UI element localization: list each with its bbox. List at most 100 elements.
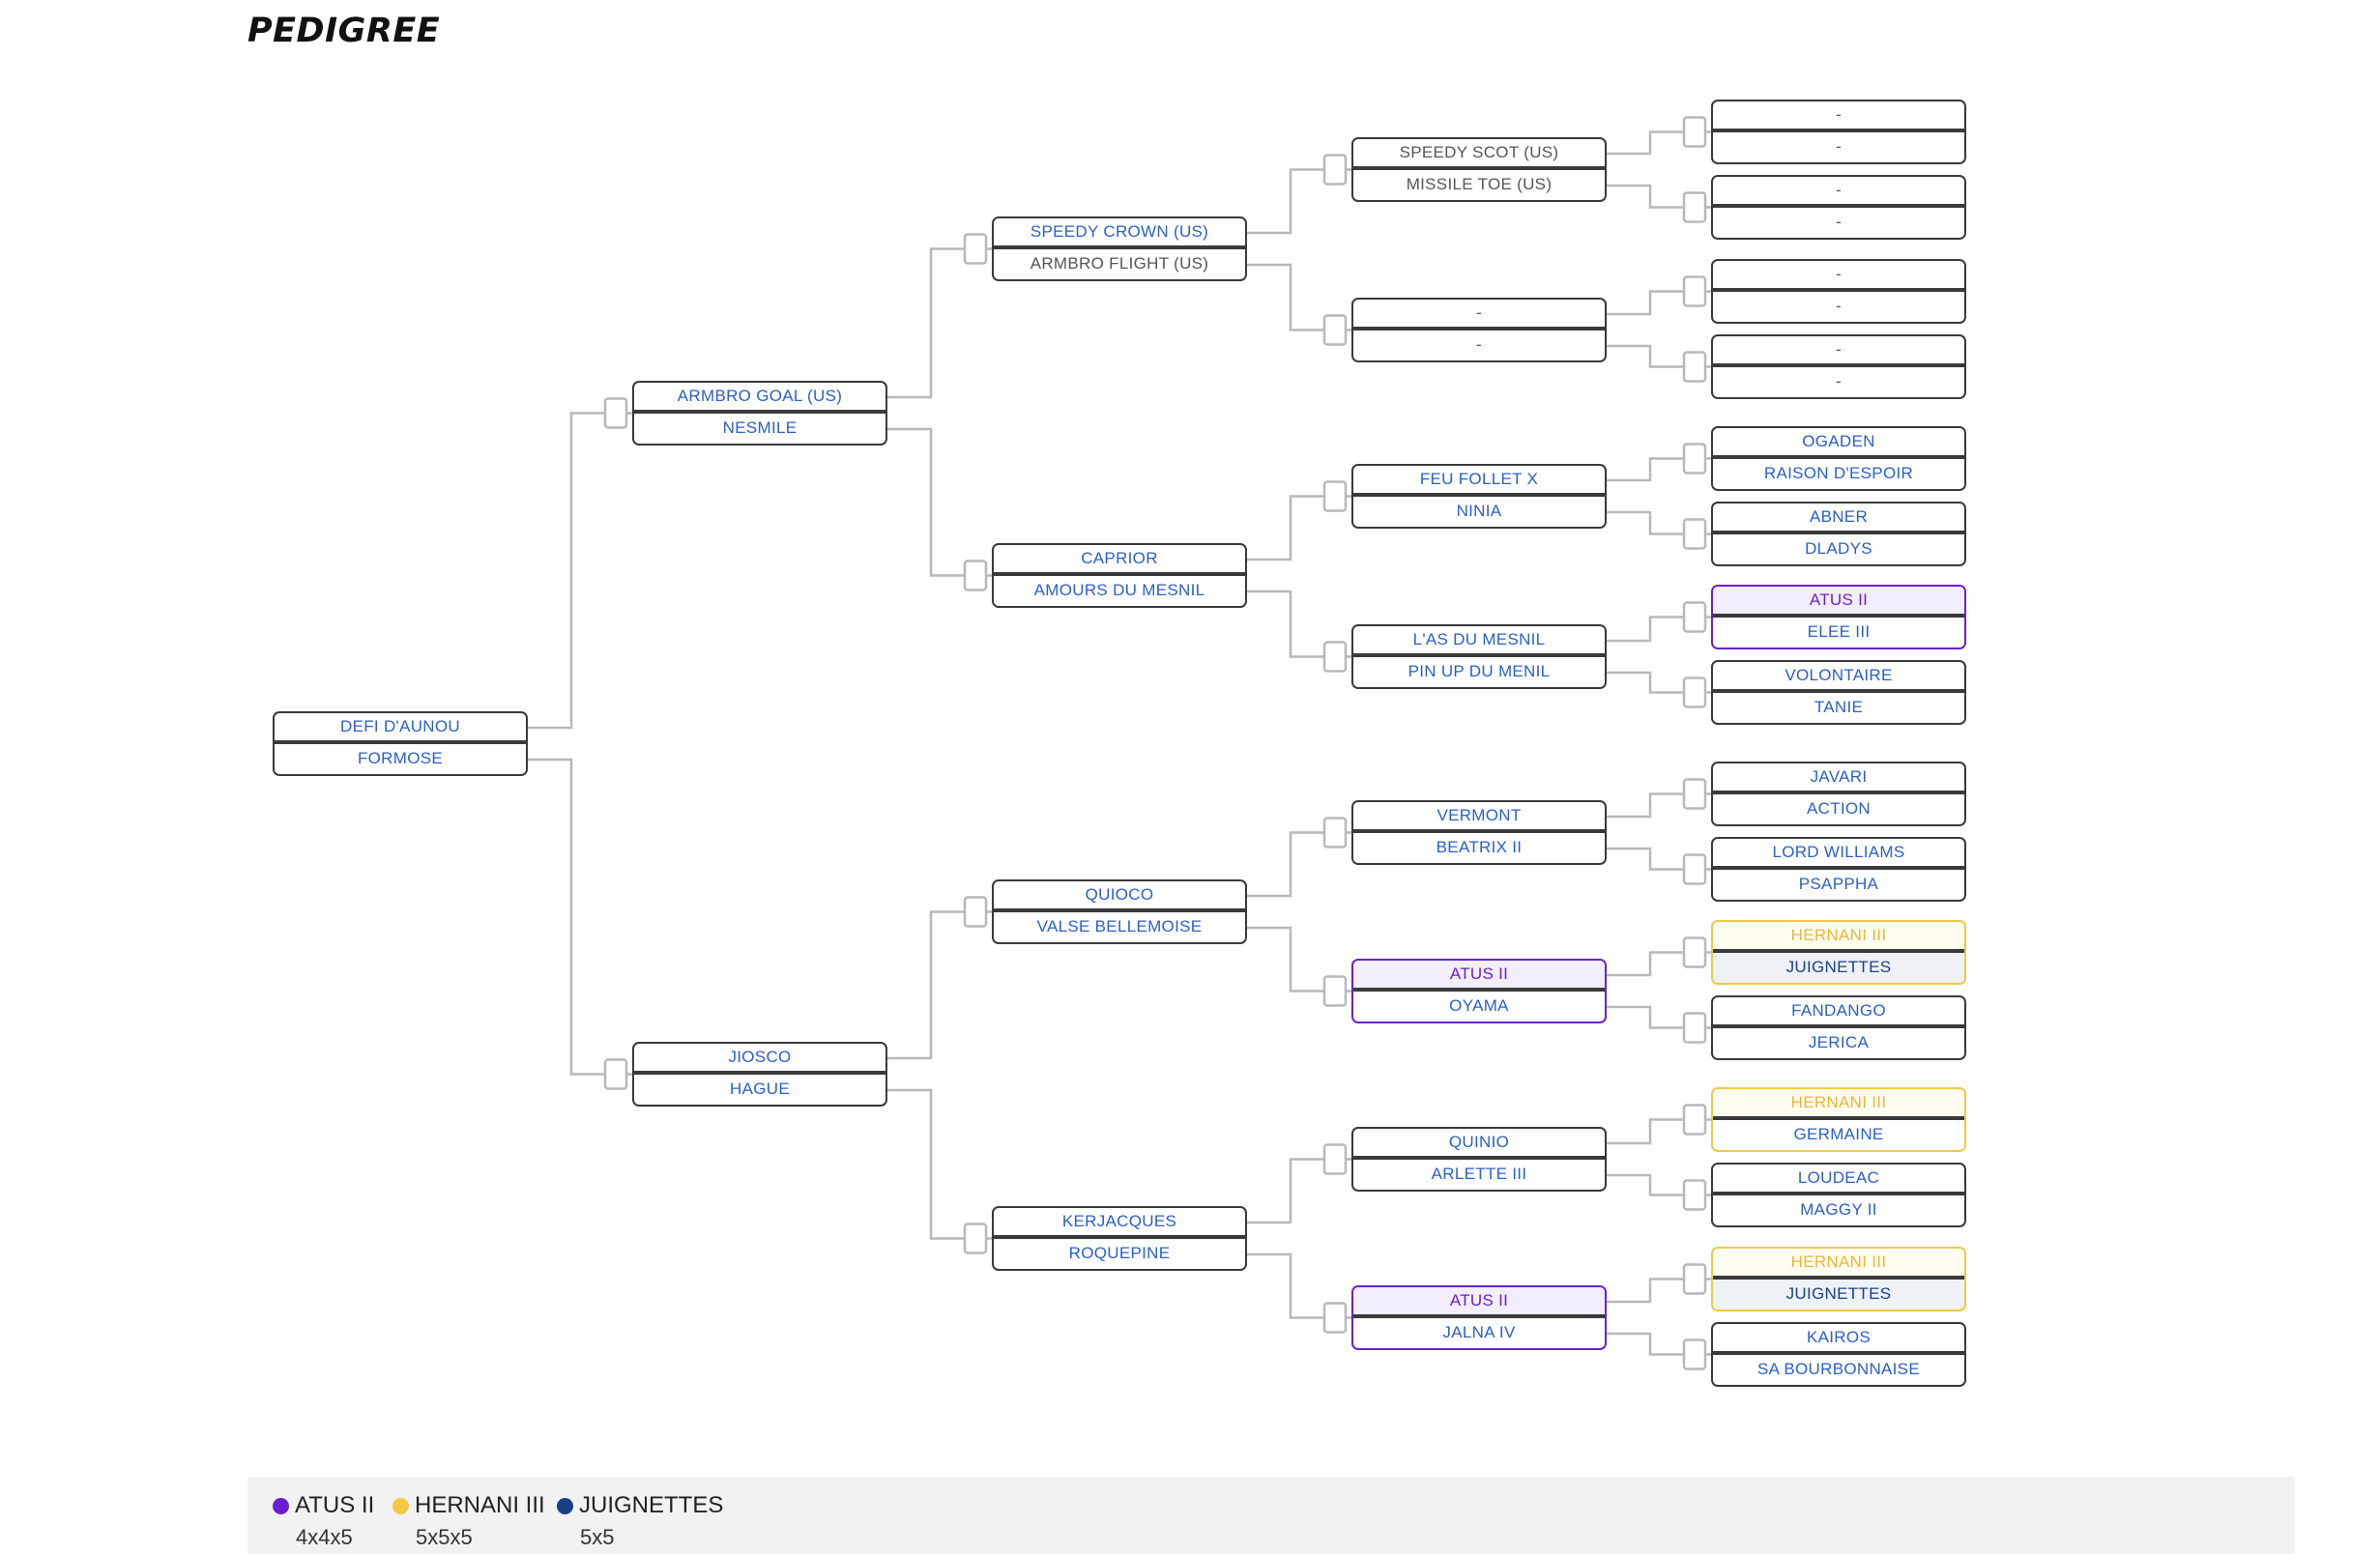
pedigree-pair-gen4: QUINIO ARLETTE III (1351, 1127, 1607, 1192)
dam-name[interactable]: TANIE (1814, 698, 1864, 717)
sire-name[interactable]: ABNER (1713, 504, 1964, 534)
sire-name[interactable]: CAPRIOR (994, 545, 1245, 576)
connector-dam (1607, 1005, 1711, 1029)
dam-name[interactable]: ACTION (1806, 799, 1872, 819)
sire-name[interactable]: LORD WILLIAMS (1713, 839, 1964, 870)
dam-name[interactable]: BEATRIX II (1436, 838, 1523, 857)
sire-name[interactable]: - (1713, 101, 1964, 132)
dam-name[interactable]: PIN UP DU MENIL (1408, 662, 1551, 681)
dam-name[interactable]: GERMAINE (1793, 1125, 1884, 1144)
connector-node (1682, 601, 1707, 633)
connector-node (1322, 480, 1348, 512)
sire-name[interactable]: SPEEDY CROWN (US) (994, 218, 1245, 249)
sire-name[interactable]: HERNANI III (1713, 922, 1964, 953)
dam-name[interactable]: ARLETTE III (1431, 1165, 1527, 1184)
sire-name[interactable]: KAIROS (1713, 1324, 1964, 1355)
sire-name[interactable]: ATUS II (1353, 1287, 1605, 1318)
connector-node (1682, 351, 1707, 383)
sire-name[interactable]: VERMONT (1353, 802, 1605, 833)
sire-name[interactable]: SPEEDY SCOT (US) (1353, 139, 1605, 170)
dam-name[interactable]: JALNA IV (1442, 1323, 1516, 1342)
sire-name[interactable]: - (1713, 336, 1964, 367)
dam-name[interactable]: - (1836, 297, 1842, 316)
connector-sire (1607, 792, 1711, 819)
dam-name[interactable]: ARMBRO FLIGHT (US) (1030, 254, 1209, 273)
sire-name[interactable]: JIOSCO (634, 1044, 885, 1075)
sire-name[interactable]: VOLONTAIRE (1713, 662, 1964, 693)
connector-node (963, 560, 988, 591)
sire-name[interactable]: QUINIO (1353, 1129, 1605, 1160)
sire-name[interactable]: ARMBRO GOAL (US) (634, 383, 885, 414)
dam-name[interactable]: AMOURS DU MESNIL (1033, 581, 1205, 600)
dam-name[interactable]: MAGGY II (1800, 1200, 1877, 1220)
dam-name[interactable]: MISSILE TOE (US) (1406, 175, 1553, 194)
pedigree-pair-gen1: DEFI D'AUNOU FORMOSE (273, 711, 528, 776)
connector-dam (887, 1088, 992, 1240)
dam-name[interactable]: RAISON D'ESPOIR (1763, 464, 1914, 483)
pedigree-pair-gen5: HERNANI III GERMAINE (1711, 1087, 1966, 1152)
dam-name[interactable]: NINIA (1456, 502, 1502, 521)
connector-sire (1607, 1278, 1711, 1304)
dam-name[interactable]: - (1476, 335, 1482, 355)
sire-name[interactable]: - (1713, 177, 1964, 208)
dam-name[interactable]: JUIGNETTES (1713, 1279, 1964, 1309)
connector-sire (1607, 290, 1711, 316)
connector-sire (1247, 168, 1351, 235)
connector-sire (1607, 1118, 1711, 1145)
pedigree-pair-gen3: SPEEDY CROWN (US) ARMBRO FLIGHT (US) (992, 216, 1247, 281)
connector-node (1682, 778, 1707, 810)
connector-node (1682, 443, 1707, 475)
connector-node (603, 397, 628, 429)
dam-name[interactable]: NESMILE (722, 418, 798, 438)
dam-name[interactable]: JERICA (1808, 1033, 1870, 1052)
connector-dam (1607, 510, 1711, 535)
connector-node (1682, 518, 1707, 550)
dam-name[interactable]: FORMOSE (357, 749, 444, 768)
sire-name[interactable]: DEFI D'AUNOU (275, 713, 526, 744)
dam-name[interactable]: DLADYS (1805, 539, 1872, 559)
connector-node (1682, 853, 1707, 885)
connector-node (1682, 191, 1707, 223)
sire-name[interactable]: - (1713, 261, 1964, 292)
dam-name[interactable]: - (1836, 213, 1842, 232)
sire-name[interactable]: ATUS II (1713, 587, 1964, 618)
connector-dam (1607, 1173, 1711, 1196)
dam-name[interactable]: PSAPPHA (1798, 875, 1879, 894)
sire-name[interactable]: HERNANI III (1713, 1249, 1964, 1280)
dam-name[interactable]: JUIGNETTES (1713, 952, 1964, 983)
connector-sire (1607, 130, 1711, 156)
dam-name[interactable]: VALSE BELLEMOISE (1036, 917, 1203, 936)
sire-name[interactable]: L'AS DU MESNIL (1353, 626, 1605, 657)
dam-name[interactable]: ROQUEPINE (1068, 1244, 1171, 1263)
sire-name[interactable]: LOUDEAC (1713, 1165, 1964, 1195)
connector-node (1682, 116, 1707, 148)
pedigree-pair-gen4: L'AS DU MESNIL PIN UP DU MENIL (1351, 624, 1607, 689)
sire-name[interactable]: FANDANGO (1713, 997, 1964, 1028)
sire-name[interactable]: FEU FOLLET X (1353, 466, 1605, 497)
dam-name[interactable]: - (1836, 137, 1842, 157)
legend-crosses: 5x5 (580, 1525, 615, 1549)
pedigree-pair-gen3: CAPRIOR AMOURS DU MESNIL (992, 543, 1247, 608)
connector-node (1682, 936, 1707, 968)
sire-name[interactable]: ATUS II (1353, 961, 1605, 992)
sire-name[interactable]: JAVARI (1713, 763, 1964, 794)
sire-name[interactable]: HERNANI III (1713, 1089, 1964, 1120)
pedigree-pair-gen3: QUIOCO VALSE BELLEMOISE (992, 879, 1247, 944)
connector-sire (887, 247, 992, 399)
connector-node (1322, 154, 1348, 186)
dam-name[interactable]: SA BOURBONNAISE (1757, 1360, 1920, 1379)
pedigree-pair-gen5: KAIROS SA BOURBONNAISE (1711, 1322, 1966, 1387)
dam-name[interactable]: ELEE III (1807, 622, 1871, 642)
sire-name[interactable]: - (1353, 300, 1605, 331)
sire-name[interactable]: KERJACQUES (994, 1208, 1245, 1239)
sire-name[interactable]: QUIOCO (994, 881, 1245, 912)
connector-node (1322, 1143, 1348, 1175)
sire-name[interactable]: OGADEN (1713, 428, 1964, 459)
dam-name[interactable]: OYAMA (1449, 996, 1509, 1016)
connector-node (963, 1223, 988, 1254)
dam-name[interactable]: HAGUE (730, 1079, 790, 1099)
pedigree-pair-gen4: ATUS II JALNA IV (1351, 1285, 1607, 1350)
dam-name[interactable]: - (1836, 372, 1842, 391)
